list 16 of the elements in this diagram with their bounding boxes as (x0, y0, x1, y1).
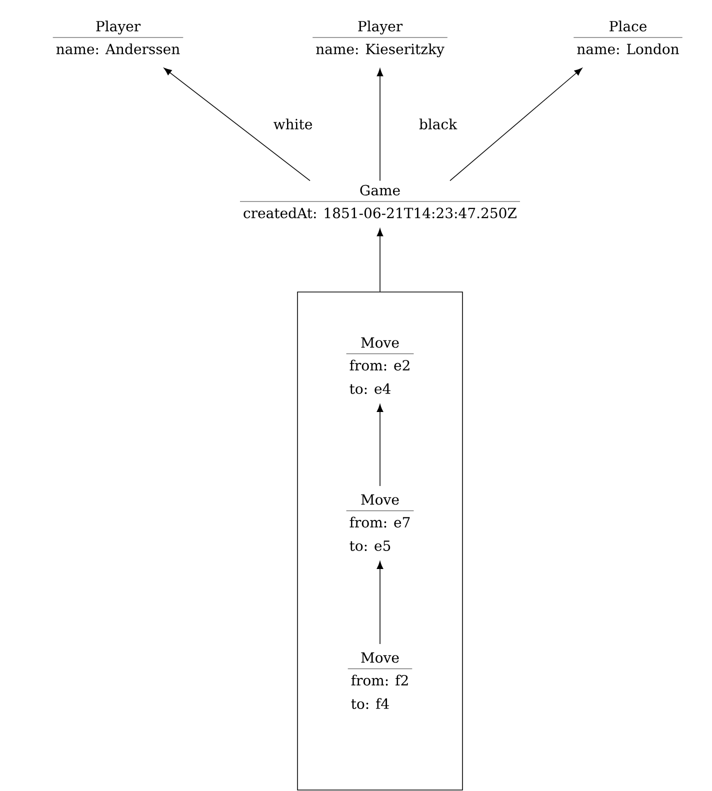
class-box: Move from: e7 to: e5 (346, 494, 414, 551)
class-box: Game createdAt: 1851-06-21T14:23:47.250Z (240, 184, 520, 218)
arrow (376, 404, 384, 486)
class-box: Place name: London (573, 20, 683, 54)
arrow (376, 561, 384, 644)
class-box: Player name: Anderssen (52, 20, 184, 54)
edge-label: black (418, 118, 458, 130)
arrow (450, 68, 582, 182)
container-box (297, 292, 463, 790)
arrow (376, 228, 384, 292)
arrow (164, 68, 310, 182)
arrow (376, 68, 384, 182)
edge-label: white (272, 118, 314, 130)
class-box: Player name: Kieseritzky (312, 20, 448, 58)
class-box: Move from: f2 to: f4 (348, 652, 412, 709)
class-box: Move from: e2 to: e4 (346, 337, 414, 394)
